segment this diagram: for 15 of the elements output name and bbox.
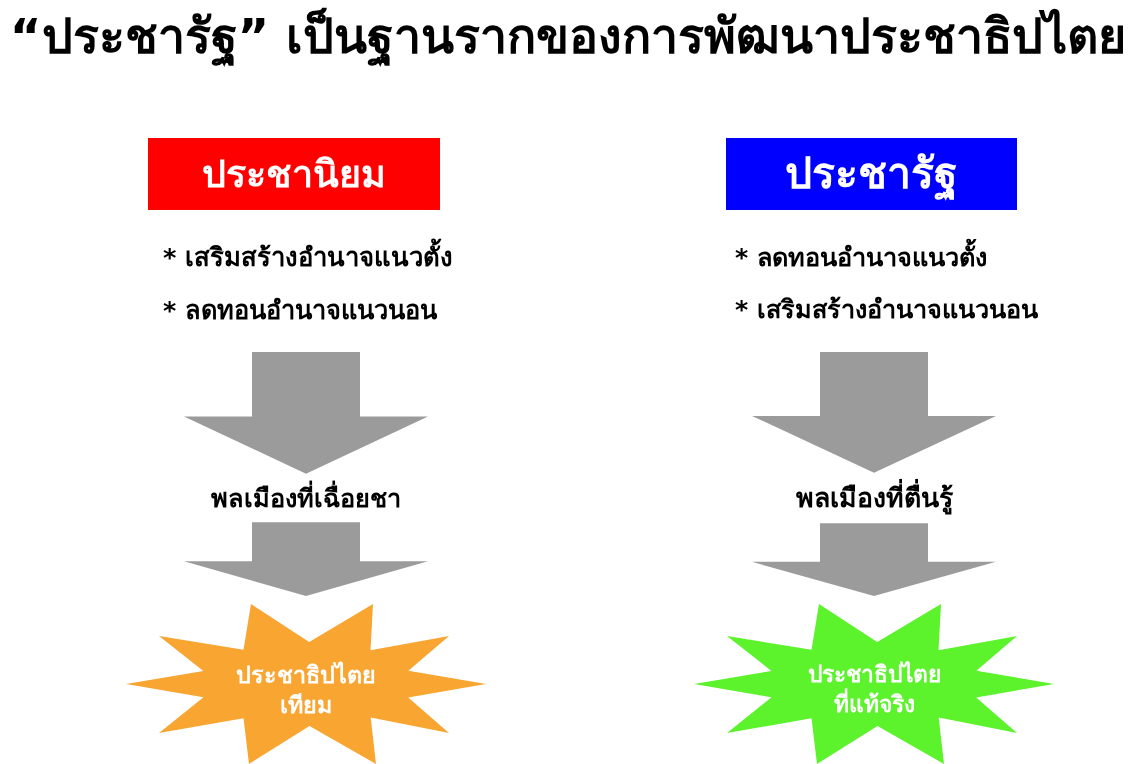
stage-label: พลเมืองที่เฉื่อยชา — [211, 477, 401, 519]
block-arrow — [752, 523, 996, 596]
header-box: ประชารัฐ — [726, 138, 1017, 210]
header-box: ประชานิยม — [148, 138, 440, 210]
star-label: ประชาธิปไตยที่แท้จริง — [807, 660, 941, 719]
block-arrow — [184, 352, 428, 474]
star-label: ประชาธิปไตยเทียม — [236, 659, 376, 720]
title: “ประชารัฐ” เป็นฐานรากของการพัฒนาประชาธิปไตย — [9, 4, 1127, 70]
bullet-text: * ลดทอนอำนาจแนวตั้ง — [735, 239, 987, 277]
stage-label: พลเมืองที่ตื่นรู้ — [795, 476, 953, 520]
bullet-text: * เสริมสร้างอำนาจแนวนอน — [735, 293, 1038, 326]
bullet-text: * เสริมสร้างอำนาจแนวตั้ง — [163, 239, 454, 277]
block-arrow — [184, 522, 428, 596]
bullet-text: * ลดทอนอำนาจแนวนอน — [163, 293, 438, 327]
block-arrow — [752, 352, 996, 473]
